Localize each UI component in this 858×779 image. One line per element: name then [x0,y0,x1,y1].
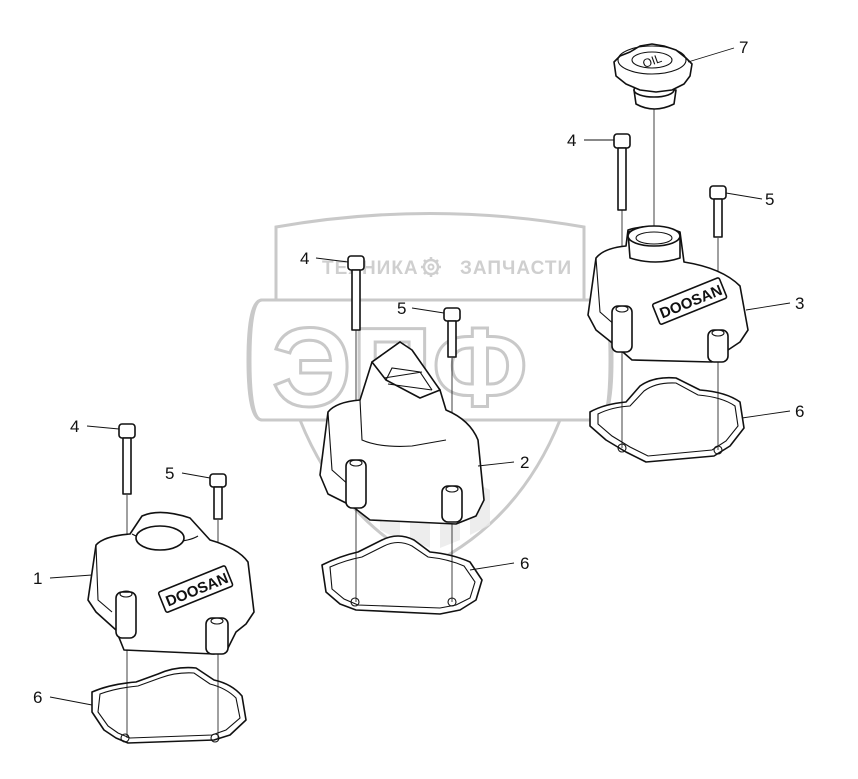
valve-cover-3: DOOSAN [587,225,749,363]
bolt-5-center [443,307,461,358]
watermark-right-text: ЗАПЧАСТИ [460,258,572,279]
bolt-5-right [709,185,727,238]
watermark-left-text: ТЕХНИКА [322,258,419,279]
bolt-4-left [118,423,136,495]
gear-icon [421,257,441,277]
callout-5-left: 5 [165,464,174,483]
callout-6-right: 6 [795,402,804,421]
valve-cover-2 [319,341,485,525]
callout-4-left: 4 [70,417,79,436]
valve-cover-1: DOOSAN [87,511,255,655]
callout-6-center: 6 [520,554,529,573]
gasket-left [91,666,247,744]
callout-3: 3 [795,294,804,313]
callout-5-center: 5 [397,299,406,318]
callout-labels: 4 5 1 6 4 5 2 6 4 5 3 6 7 [33,38,804,707]
oil-filler-cap: OIL [613,43,693,110]
leader-lines [49,47,791,706]
bolt-4-center [347,255,365,331]
bolt-5-left [209,473,227,520]
callout-4-center: 4 [300,249,309,268]
callout-6-left: 6 [33,688,42,707]
gasket-right [589,376,745,463]
bolt-4-right [613,133,631,211]
callout-1: 1 [33,569,42,588]
cap-label: OIL [641,51,664,71]
callout-5-right: 5 [765,190,774,209]
callout-2: 2 [520,453,529,472]
callout-7: 7 [739,38,748,57]
gasket-center [321,535,483,615]
callout-4-right: 4 [567,131,576,150]
